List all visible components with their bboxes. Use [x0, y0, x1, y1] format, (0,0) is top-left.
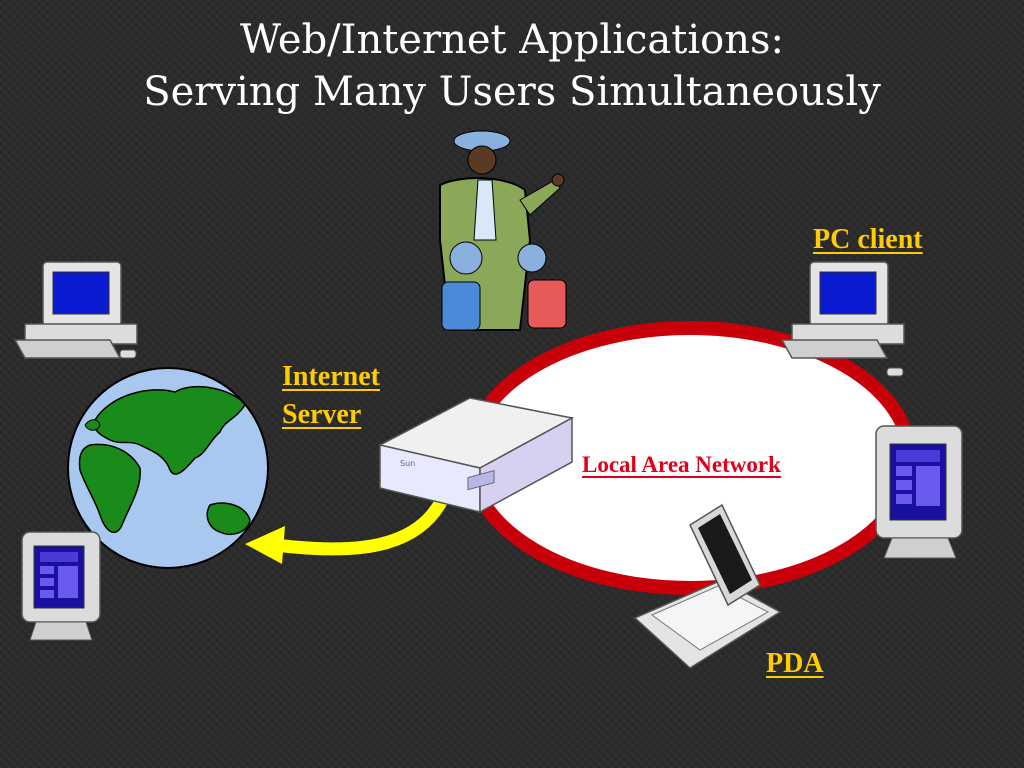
terminal-icon: [21, 531, 101, 641]
title-line-2: Serving Many Users Simultaneously: [143, 69, 881, 115]
terminal-icon: [875, 425, 963, 559]
slide-title: Web/Internet Applications: Serving Many …: [0, 14, 1024, 118]
server-badge: Sun: [400, 459, 415, 468]
server-icon: Sun: [377, 397, 575, 514]
globe-icon: [67, 367, 269, 569]
desktop-computer-icon: [13, 261, 138, 359]
pda-label: PDA: [766, 648, 824, 679]
internet-server-label-line1: Internet: [282, 361, 380, 392]
arrow-icon: [245, 473, 457, 564]
lan-label: Local Area Network: [582, 452, 781, 477]
internet-server-label-line2: Server: [282, 399, 362, 430]
title-line-1: Web/Internet Applications:: [240, 17, 784, 63]
pc-client-label: PC client: [813, 224, 923, 255]
internet-server-label: Internet Server: [282, 358, 380, 434]
desktop-computer-icon: [780, 261, 905, 377]
people-clipart-icon: [439, 130, 567, 331]
laptop-icon: [633, 503, 782, 669]
